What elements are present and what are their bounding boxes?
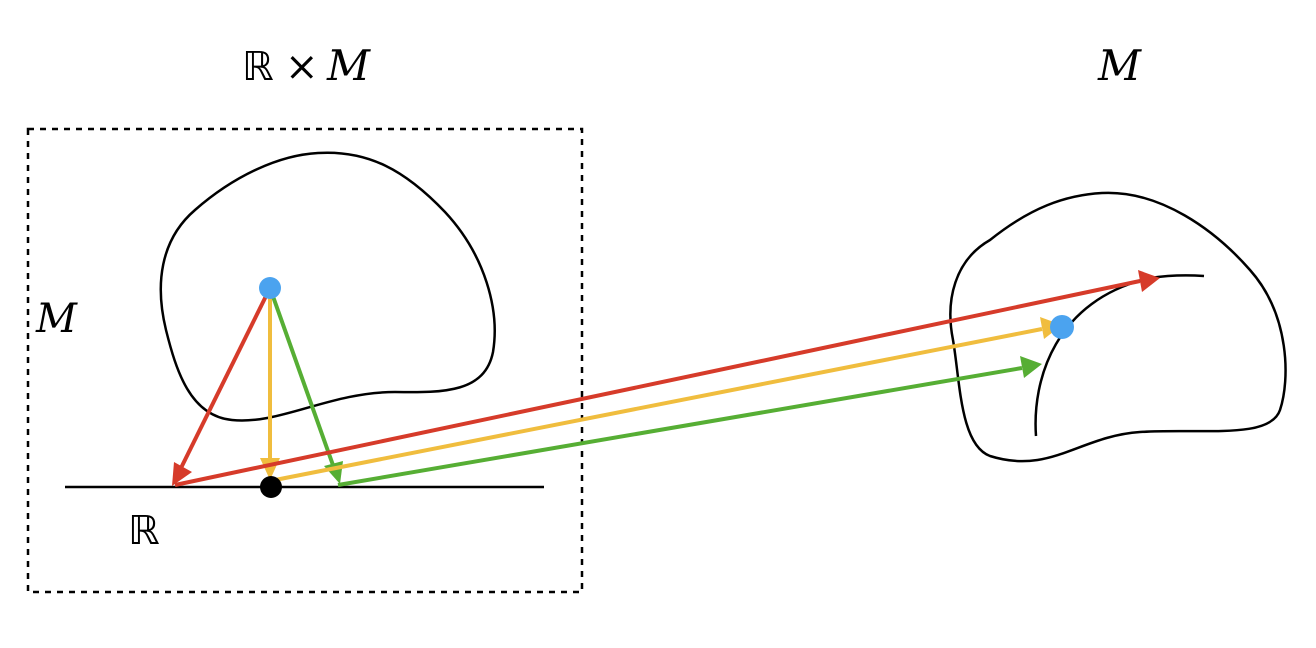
yellow-arrow-map — [269, 317, 1062, 483]
product-space-box — [26, 127, 584, 594]
green-arrow-down — [268, 287, 343, 484]
image-curve — [1034, 274, 1205, 437]
red-arrow-down — [172, 287, 272, 486]
blue-point-fiber — [259, 277, 281, 299]
yellow-arrow-down — [260, 288, 280, 480]
product-title-r: ℝ — [242, 44, 274, 90]
product-title-times: × — [285, 44, 319, 90]
green-arrow-map — [337, 356, 1042, 487]
base-label-r: ℝ — [128, 508, 160, 554]
fiber-manifold-blob — [159, 151, 496, 422]
target-title-m: M — [1097, 41, 1142, 90]
target-manifold-blob — [949, 191, 1287, 463]
product-title-m: M — [326, 41, 371, 90]
fiber-label-m: M — [35, 296, 78, 342]
blue-point-target — [1050, 315, 1074, 339]
black-point-base — [260, 476, 282, 498]
red-arrow-map — [174, 270, 1160, 487]
